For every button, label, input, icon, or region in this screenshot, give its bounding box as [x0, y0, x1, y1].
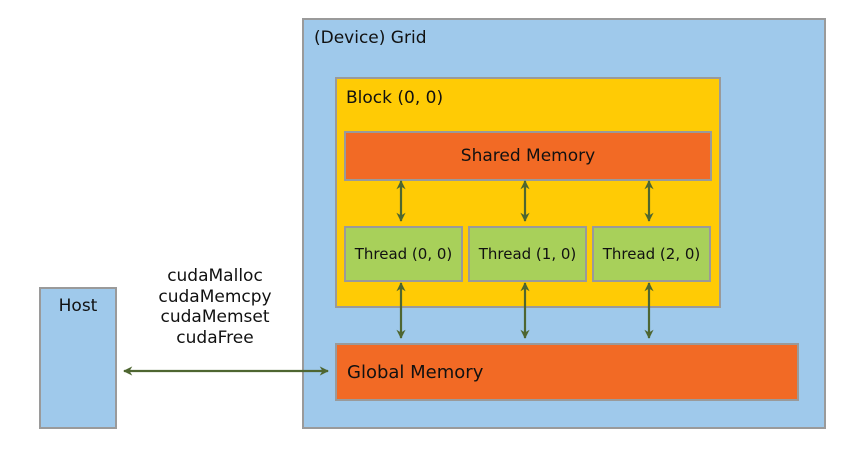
host-box: Host: [39, 287, 117, 429]
api-cudamemcpy: cudaMemcpy: [158, 286, 272, 307]
thread-label: Thread (0, 0): [354, 245, 453, 263]
thread-label: Thread (2, 0): [602, 245, 701, 263]
block-label: Block (0, 0): [346, 88, 444, 108]
grid-label: (Device) Grid: [314, 28, 427, 48]
thread-box: Thread (0, 0): [344, 226, 463, 282]
global-memory-box: Global Memory: [335, 343, 799, 401]
shared-memory-label: Shared Memory: [460, 146, 596, 166]
api-cudamemset: cudaMemset: [160, 307, 270, 327]
thread-label: Thread (1, 0): [478, 245, 577, 263]
host-device-api-list: cudaMalloc cudaMemcpy cudaMemset cudaFre…: [140, 266, 290, 348]
shared-memory-box: Shared Memory: [344, 131, 712, 181]
api-cudamalloc: cudaMalloc: [167, 266, 263, 286]
api-cudafree: cudaFree: [176, 327, 254, 348]
host-label: Host: [58, 296, 98, 316]
thread-box: Thread (1, 0): [468, 226, 587, 282]
thread-box: Thread (2, 0): [592, 226, 711, 282]
global-memory-label: Global Memory: [347, 361, 484, 383]
